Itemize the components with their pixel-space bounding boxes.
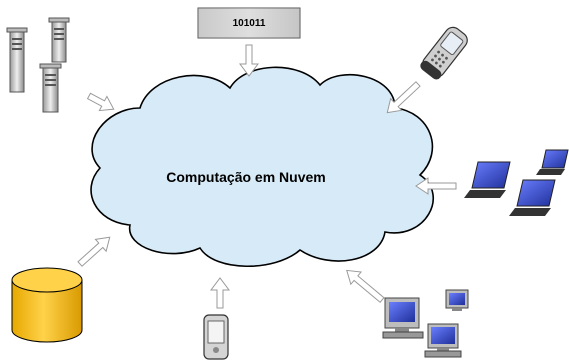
desktop-computer-icon [382, 289, 469, 358]
server-rack-icon [6, 17, 70, 113]
arrow-from-laptops [415, 177, 457, 195]
arrow-from-data-box [239, 44, 259, 77]
mobile-phone-icon [420, 26, 468, 80]
laptop-icon [464, 149, 569, 216]
arrow-from-pda [210, 277, 230, 309]
arrow-from-database [77, 236, 111, 267]
pda-icon [203, 314, 229, 360]
data-box: 101011 [197, 7, 301, 39]
arrow-from-desktops [346, 269, 385, 304]
arrow-from-phone [386, 81, 421, 114]
data-box-label: 101011 [233, 18, 266, 29]
cloud-label: Computação em Nuvem [166, 169, 325, 185]
cloud-shape [90, 66, 434, 268]
database-cylinder-icon [11, 267, 83, 343]
arrow-from-servers [86, 92, 115, 112]
